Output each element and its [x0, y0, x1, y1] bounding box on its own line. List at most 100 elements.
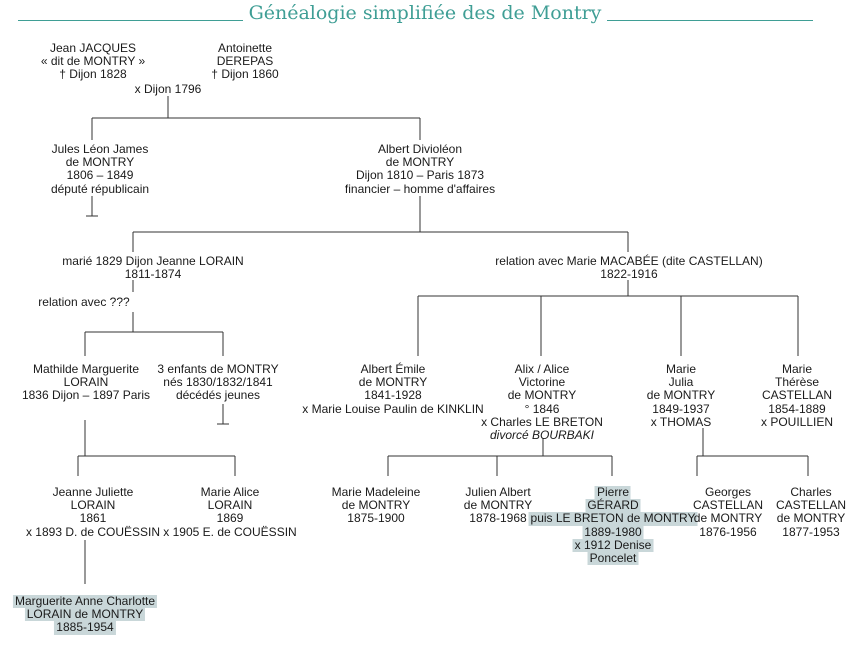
person-text-line: LORAIN	[70, 498, 116, 513]
person-text-line: Poncelet	[587, 551, 639, 566]
person-text-line: 1876-1956	[699, 524, 757, 539]
person-text-line: CASTELLAN	[692, 498, 764, 513]
title-rule-right	[573, 20, 813, 21]
person-text-line: 1841-1928	[364, 388, 422, 403]
person-text-line: 1885-1954	[54, 620, 116, 635]
person-text-line: Alix / Alice	[514, 362, 570, 376]
person-text-line: de MONTRY	[507, 388, 577, 403]
person-text-line: de MONTRY	[693, 511, 763, 526]
person-text-line: Victorine	[518, 375, 566, 390]
page-title: Généalogie simplifiée des de Montry	[0, 2, 850, 24]
person-text-line: de MONTRY	[358, 375, 428, 390]
person-text-line: 1869	[216, 511, 244, 526]
person-text-line: x POUILLIEN	[760, 414, 834, 429]
person-text-line: Antoinette	[217, 41, 273, 55]
person-text-line: Marie	[665, 362, 696, 376]
person-text-line: 1861	[79, 511, 107, 526]
person-text-line: 1822-1916	[600, 267, 658, 282]
person-text-line: 1878-1968	[469, 511, 527, 526]
person-text-line: 1889-1980	[582, 524, 644, 539]
relation-unknown: relation avec ???	[38, 295, 130, 309]
person-text-line: 3 enfants de MONTRY	[157, 362, 279, 376]
person-text-line: relation avec ???	[38, 295, 130, 309]
person-text-line: DEREPAS	[216, 54, 274, 69]
person-text-line: Dijon 1810 – Paris 1873	[355, 168, 485, 183]
person-text-line: 1836 Dijon – 1897 Paris	[21, 388, 151, 403]
person-text-line: de MONTRY	[776, 511, 846, 526]
person-text-line: x 1905 E. de COUËSSIN	[163, 524, 297, 539]
title-rule-left	[18, 20, 273, 21]
person-text-line: † Dijon 1828	[59, 67, 127, 82]
person-text-line: député républicain	[50, 181, 150, 196]
person-text-line: Mathilde Marguerite	[32, 362, 140, 376]
person-text-line: 1854-1889	[768, 401, 826, 416]
union-marie-macabee: relation avec Marie MACABÉE (dite CASTEL…	[495, 254, 763, 282]
person-text-line: Georges	[704, 485, 752, 499]
person-text-line: financier – homme d'affaires	[344, 181, 496, 196]
person-text-line: relation avec Marie MACABÉE (dite CASTEL…	[495, 254, 763, 268]
person-text-line: Julia	[668, 375, 694, 390]
person-text-line: ° 1846	[524, 401, 560, 416]
person-text-line: Marie Madeleine	[331, 485, 421, 499]
person-text-line: de MONTRY	[463, 498, 533, 513]
person-text-line: divorcé BOURBAKI	[489, 428, 595, 443]
person-text-line: LORAIN	[63, 375, 109, 390]
person-text-line: Albert Divioléon	[377, 142, 463, 156]
person-text-line: CASTELLAN	[761, 388, 833, 403]
person-text-line: x Marie Louise Paulin de KINKLIN	[302, 401, 484, 416]
person-text-line: x 1893 D. de COUËSSIN	[25, 524, 161, 539]
person-text-line: CASTELLAN	[775, 498, 847, 513]
person-text-line: Marie Alice	[200, 485, 260, 499]
person-text-line: Albert Émile	[360, 362, 426, 376]
person-text-line: 1875-1900	[347, 511, 405, 526]
person-text-line: Marguerite Anne Charlotte	[12, 594, 158, 609]
person-text-line: Thérèse	[774, 375, 820, 390]
person-text-line: de MONTRY	[341, 498, 411, 513]
person-text-line: « dit de MONTRY »	[40, 54, 146, 69]
person-text-line: Jules Léon James	[51, 142, 149, 156]
person-text-line: de MONTRY	[385, 155, 455, 170]
person-text-line: puis LE BRETON de MONTRY	[528, 511, 698, 526]
person-text-line: 1811-1874	[124, 267, 182, 282]
person-text-line: marié 1829 Dijon Jeanne LORAIN	[62, 254, 244, 268]
person-text-line: de MONTRY	[65, 155, 135, 170]
page-title-text: Généalogie simplifiée des de Montry	[242, 2, 608, 24]
person-text-line: Jean JACQUES	[49, 41, 137, 55]
person-text-line: x 1912 Denise	[572, 537, 654, 553]
person-text-line: † Dijon 1860	[211, 67, 279, 82]
person-text-line: Charles	[790, 485, 832, 499]
person-text-line: LORAIN	[207, 498, 253, 513]
person-text-line: GÉRARD	[585, 498, 641, 513]
person-text-line: Pierre	[594, 485, 632, 500]
person-text-line: 1877-1953	[782, 524, 840, 539]
person-text-line: de MONTRY	[646, 388, 716, 403]
person-text-line: x Dijon 1796	[134, 82, 202, 96]
marriage-1796: x Dijon 1796	[134, 82, 202, 96]
person-text-line: Julien Albert	[465, 485, 531, 499]
person-text-line: LORAIN de MONTRY	[24, 607, 146, 622]
person-text-line: Marie	[781, 362, 812, 376]
person-text-line: décédés jeunes	[175, 388, 261, 403]
person-text-line: x THOMAS	[650, 414, 712, 429]
person-text-line: nés 1830/1832/1841	[163, 375, 273, 390]
person-text-line: 1806 – 1849	[66, 168, 134, 183]
person-text-line: x Charles LE BRETON	[481, 414, 603, 429]
